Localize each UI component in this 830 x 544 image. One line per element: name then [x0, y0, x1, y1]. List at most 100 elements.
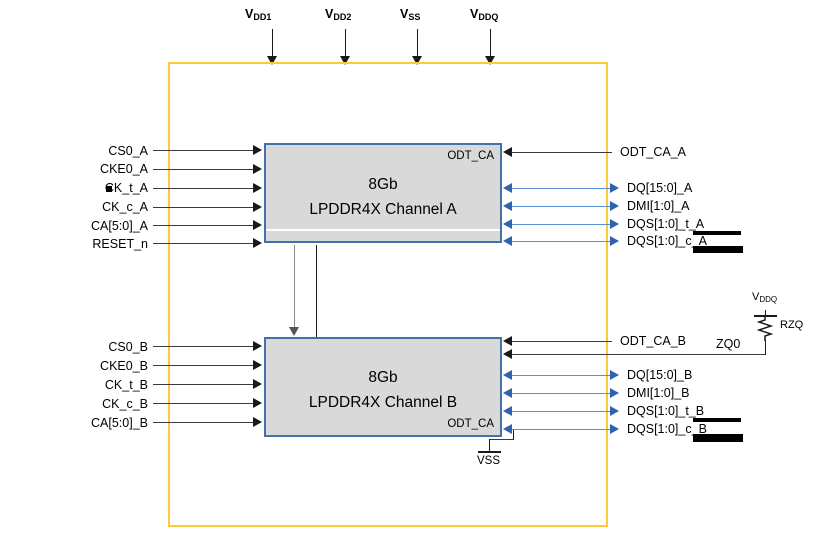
channel-a-input-arrow-cke0 [253, 164, 262, 174]
rzq-label: RZQ [780, 319, 804, 331]
channel-b-odt-ground-stub-top [513, 430, 514, 440]
channel-b-dqs-c-arrow-right [610, 424, 619, 434]
channel-b-title-line1: 8Gb [368, 369, 398, 386]
channel-a-input-label-cs0: CS0_A [108, 144, 148, 158]
channel-a-input-wire-cs0 [153, 150, 254, 151]
channel-a-dqs-t-arrow-right [610, 219, 619, 229]
channel-b-input-label-ck-c: CK_c_B [102, 397, 148, 411]
channel-a-input-label-ck-t: CK_t_A [104, 181, 148, 195]
channel-a-input-wire-ck-t [153, 188, 254, 189]
channel-a-title-line1: 8Gb [368, 176, 398, 193]
vss-ground-bar [478, 451, 501, 453]
inter-channel-arrow [289, 327, 299, 336]
channel-b-input-wire-ck-t [153, 384, 254, 385]
channel-a-dq-arrow-right [610, 183, 619, 193]
channel-a-input-wire-cke0 [153, 169, 254, 170]
glyph-artifact-ck-t-a [106, 186, 112, 192]
power-rail-label-vdd1: VDD1 [245, 7, 272, 22]
channel-a-block[interactable]: 8Gb LPDDR4X Channel A ODT_CA [264, 143, 502, 243]
power-rail-arrow-vss [412, 56, 422, 65]
channel-b-input-label-cke0: CKE0_B [100, 359, 148, 373]
channel-b-input-arrow-cs0 [253, 341, 262, 351]
channel-a-dqs-c-arrow-right [610, 236, 619, 246]
channel-b-bus-label-dq: DQ[15:0]_B [627, 368, 693, 382]
channel-b-dqs-t-arrow-left [503, 406, 512, 416]
power-rail-arrow-vdd1 [267, 56, 277, 65]
power-rail-arrow-vdd2 [340, 56, 350, 65]
channel-b-input-label-ca: CA[5:0]_B [91, 416, 148, 430]
channel-b-input-label-cs0: CS0_B [108, 340, 148, 354]
channel-a-dqs-t-wire [512, 224, 612, 225]
channel-b-odt-ground-jog [489, 439, 514, 440]
channel-a-input-wire-ck-c [153, 207, 254, 208]
channel-a-dmi-wire [512, 206, 612, 207]
channel-a-input-arrow-ck-t [253, 183, 262, 193]
channel-a-bus-label-dqs-t: DQS[1:0]_t_A [627, 217, 705, 231]
power-rail-wire-vddq [490, 29, 491, 58]
glyph-artifact-dqs-t-b [693, 418, 741, 422]
channel-b-odt-wire [512, 341, 612, 342]
power-rail-label-vss: VSS [400, 7, 421, 22]
channel-b-title-line2: LPDDR4X Channel B [308, 394, 458, 411]
channel-a-input-wire-ca [153, 225, 254, 226]
channel-b-bus-label-dqs-t: DQS[1:0]_t_B [627, 404, 705, 418]
channel-a-inner-separator [266, 229, 500, 231]
power-rail-wire-vss [417, 29, 418, 58]
channel-b-input-arrow-cke0 [253, 360, 262, 370]
power-rail-label-vddq: VDDQ [470, 7, 499, 22]
inter-channel-wire-left [294, 245, 295, 330]
channel-a-odt-signal-label: ODT_CA_A [620, 145, 686, 159]
zq-supply-label: VDDQ [752, 291, 778, 304]
channel-b-bus-label-dmi: DMI[1:0]_B [627, 386, 690, 400]
power-rail-arrow-vddq [485, 56, 495, 65]
channel-a-input-label-ca: CA[5:0]_A [91, 219, 148, 233]
channel-b-input-arrow-ca [253, 417, 262, 427]
power-rail-wire-vdd2 [345, 29, 346, 58]
channel-b-input-wire-cs0 [153, 346, 254, 347]
channel-a-input-arrow-reset [253, 238, 262, 248]
vss-ground-label: VSS [477, 455, 501, 467]
channel-b-dmi-arrow-right [610, 388, 619, 398]
channel-b-dq-arrow-right [610, 370, 619, 380]
channel-a-bus-label-dq: DQ[15:0]_A [627, 181, 693, 195]
power-rail-wire-vdd1 [272, 29, 273, 58]
channel-a-input-label-reset: RESET_n [92, 237, 148, 251]
channel-a-input-label-ck-c: CK_c_A [102, 200, 148, 214]
channel-b-bus-label-dqs-c: DQS[1:0]_c_B [627, 422, 707, 436]
channel-a-dmi-arrow-left [503, 201, 512, 211]
channel-a-bus-label-dmi: DMI[1:0]_A [627, 199, 690, 213]
channel-b-dmi-arrow-left [503, 388, 512, 398]
channel-b-input-arrow-ck-c [253, 398, 262, 408]
glyph-artifact-dqs-c-a [693, 246, 743, 253]
channel-b-input-wire-ca [153, 422, 254, 423]
channel-a-bus-label-dqs-c: DQS[1:0]_c_A [627, 234, 707, 248]
channel-b-input-wire-ck-c [153, 403, 254, 404]
channel-b-dqs-c-arrow-left [503, 424, 512, 434]
zq0-wire-horizontal [512, 354, 765, 355]
channel-b-dq-arrow-left [503, 370, 512, 380]
channel-a-odt-wire [512, 152, 612, 153]
channel-b-block[interactable]: 8Gb LPDDR4X Channel B ODT_CA [264, 337, 502, 437]
channel-a-input-arrow-cs0 [253, 145, 262, 155]
channel-b-dmi-wire [512, 393, 612, 394]
channel-b-odt-ground-drop [489, 439, 490, 452]
zq-supply-bar [754, 315, 777, 317]
channel-a-dq-arrow-left [503, 183, 512, 193]
rzq-resistor-icon [756, 317, 774, 341]
zq0-arrow [503, 349, 512, 359]
channel-b-dqs-t-arrow-right [610, 406, 619, 416]
channel-a-input-arrow-ca [253, 220, 262, 230]
zq-resistor-lead [765, 340, 766, 355]
glyph-artifact-dqs-c-b [693, 434, 743, 442]
channel-a-dqs-c-arrow-left [503, 236, 512, 246]
channel-a-input-label-cke0: CKE0_A [100, 162, 148, 176]
glyph-artifact-dqs-t-a [693, 231, 741, 235]
inter-channel-wire-right [316, 245, 317, 337]
channel-a-input-wire-reset [153, 243, 254, 244]
channel-a-title-line2: LPDDR4X Channel A [309, 201, 457, 218]
channel-b-input-label-ck-t: CK_t_B [104, 378, 148, 392]
channel-a-dq-wire [512, 188, 612, 189]
zq0-pin-label: ZQ0 [716, 337, 741, 351]
zq-supply-stub [765, 310, 766, 316]
